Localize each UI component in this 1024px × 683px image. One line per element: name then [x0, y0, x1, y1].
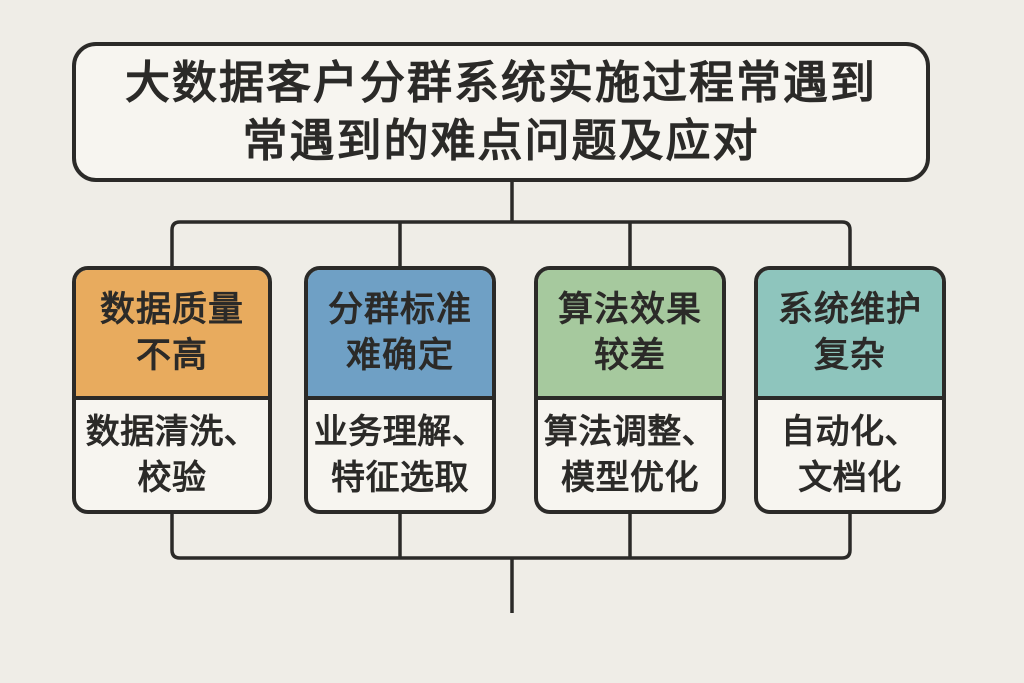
issue-card-body: 业务理解、 特征选取 [308, 400, 492, 510]
issue-card-system-maintenance: 系统维护 复杂 自动化、 文档化 [754, 266, 946, 514]
title-line-2: 常遇到的难点问题及应对 [242, 115, 760, 166]
issue-card-header: 系统维护 复杂 [758, 270, 942, 400]
issue-card-header: 算法效果 较差 [538, 270, 722, 400]
issue-card-body: 自动化、 文档化 [758, 400, 942, 510]
issue-card-segmentation-criteria: 分群标准 难确定 业务理解、 特征选取 [304, 266, 496, 514]
problem-line-1: 数据质量 [99, 290, 244, 329]
issue-card-body: 数据清洗、 校验 [76, 400, 268, 510]
problem-line-1: 算法效果 [557, 290, 702, 329]
problem-line-1: 系统维护 [777, 290, 922, 329]
title-line-1: 大数据客户分群系统实施过程常遇到 [124, 57, 877, 108]
connector-top-rail [170, 220, 852, 266]
issue-card-algorithm-effect: 算法效果 较差 算法调整、 模型优化 [534, 266, 726, 514]
solution-line-1: 算法调整、 [543, 413, 717, 451]
solution-line-1: 自动化、 [781, 413, 919, 451]
issue-card-header: 分群标准 难确定 [308, 270, 492, 400]
solution-line-1: 业务理解、 [313, 413, 487, 451]
solution-line-1: 数据清洗、 [85, 413, 259, 451]
connector-bottom-rail [170, 514, 852, 560]
problem-line-2: 复杂 [813, 336, 886, 375]
issue-card-header: 数据质量 不高 [76, 270, 268, 400]
problem-line-2: 难确定 [345, 336, 454, 375]
problem-line-1: 分群标准 [327, 290, 472, 329]
issue-card-data-quality: 数据质量 不高 数据清洗、 校验 [72, 266, 272, 514]
solution-line-2: 校验 [137, 459, 207, 497]
issue-card-body: 算法调整、 模型优化 [538, 400, 722, 510]
solution-line-2: 模型优化 [561, 459, 699, 497]
diagram-title-box: 大数据客户分群系统实施过程常遇到 常遇到的难点问题及应对 [72, 42, 930, 182]
problem-line-2: 不高 [135, 336, 208, 375]
problem-line-2: 较差 [593, 336, 666, 375]
solution-line-2: 文档化 [798, 459, 902, 497]
solution-line-2: 特征选取 [331, 459, 469, 497]
